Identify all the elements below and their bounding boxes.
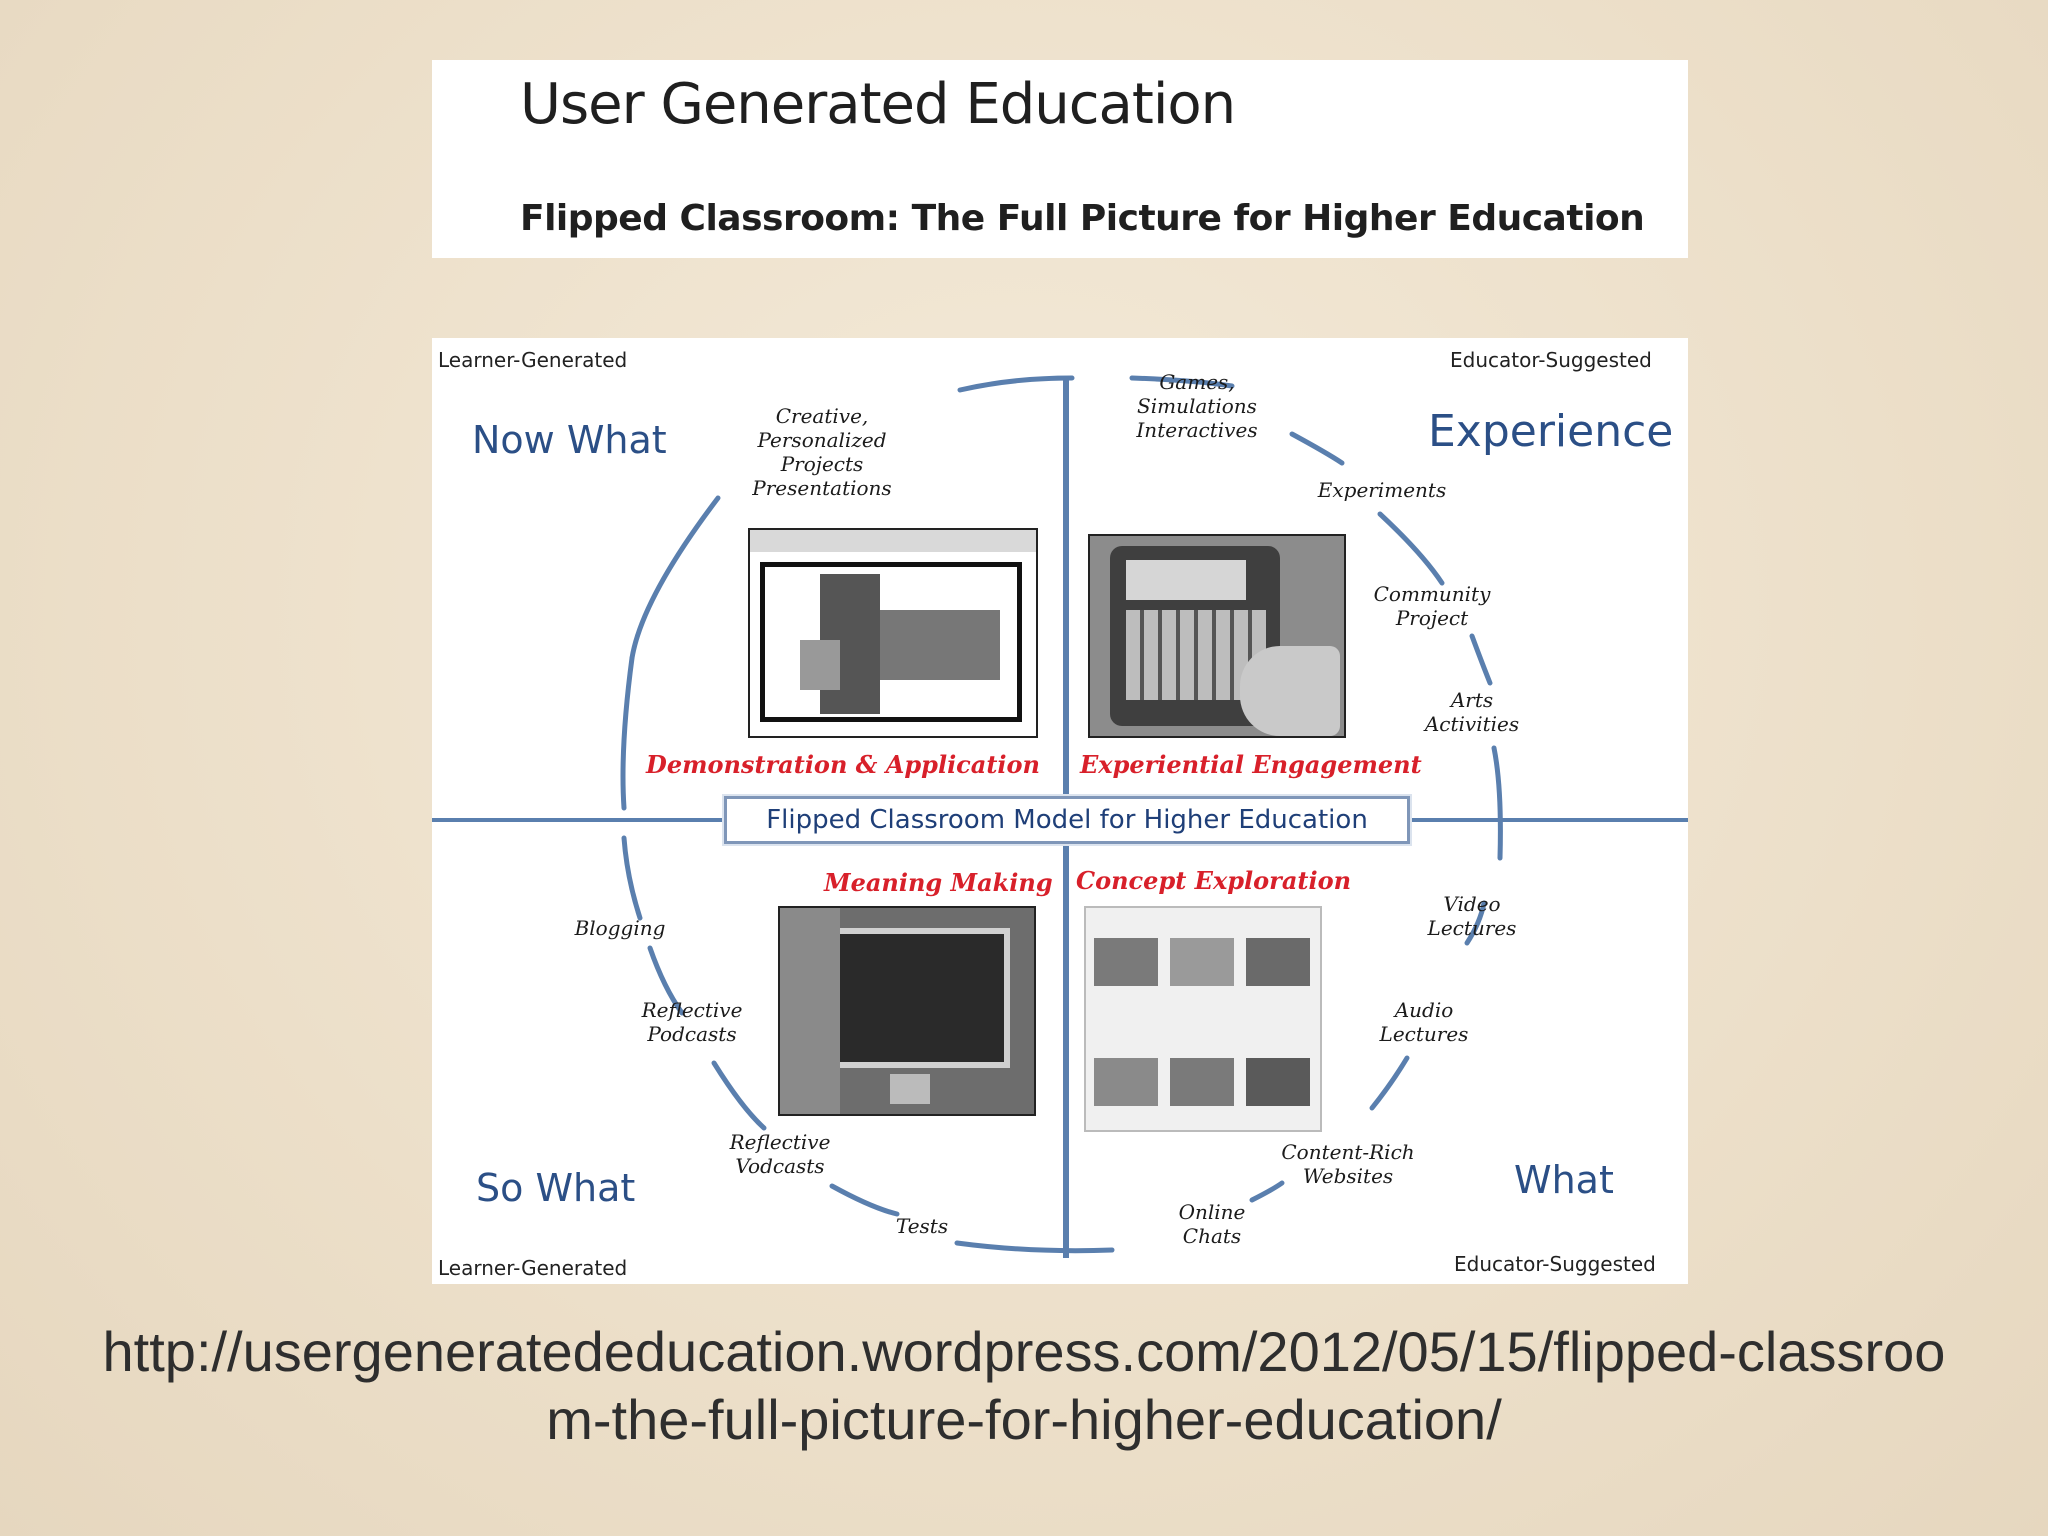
item-online-chats: Online Chats xyxy=(1178,1200,1246,1248)
phase-demonstration-application: Demonstration & Application xyxy=(646,750,1041,779)
arc-bottom xyxy=(954,1240,1115,1254)
flipped-classroom-diagram: Learner-Generated Educator-Suggested Lea… xyxy=(432,338,1688,1284)
arc-top-right xyxy=(1377,511,1445,586)
photo-computer-monitor xyxy=(778,906,1036,1116)
phase-concept-exploration: Concept Exploration xyxy=(1076,866,1352,895)
arc-left xyxy=(620,655,635,811)
arc-top xyxy=(1129,375,1235,389)
item-arts-activities: Arts Activities xyxy=(1424,688,1520,736)
header-box: User Generated Education Flipped Classro… xyxy=(432,60,1688,258)
corner-label-top-right: Educator-Suggested xyxy=(1450,348,1652,372)
corner-label-bottom-left: Learner-Generated xyxy=(438,1256,628,1280)
quadrant-what: What xyxy=(1514,1158,1614,1202)
item-blogging: Blogging xyxy=(574,916,666,940)
site-title: User Generated Education xyxy=(520,72,1236,137)
arc-right-lower xyxy=(1464,900,1487,946)
corner-label-top-left: Learner-Generated xyxy=(438,348,628,372)
corner-label-bottom-right: Educator-Suggested xyxy=(1454,1252,1656,1276)
arc-left-2 xyxy=(621,835,643,921)
arc-bottom-left-3 xyxy=(829,1183,900,1217)
arc-right xyxy=(1491,745,1503,861)
diagram-graphics xyxy=(432,375,1688,1258)
arc-bottom-right xyxy=(1249,1180,1285,1203)
arc-right-upper xyxy=(1469,633,1493,686)
item-reflective-vodcasts: Reflective Vodcasts xyxy=(729,1130,831,1178)
item-creative-projects: Creative, Personalized Projects Presenta… xyxy=(752,404,892,500)
arc-bottom-right-2 xyxy=(1369,1055,1410,1111)
center-model-label: Flipped Classroom Model for Higher Educa… xyxy=(724,796,1410,844)
arc-top-right-2 xyxy=(1289,431,1345,466)
item-reflective-podcasts: Reflective Podcasts xyxy=(641,998,743,1046)
item-tests: Tests xyxy=(895,1214,949,1238)
item-video-lectures: Video Lectures xyxy=(1427,892,1517,940)
arc-bottom-left-2 xyxy=(711,1060,767,1131)
item-experiments: Experiments xyxy=(1317,478,1447,502)
item-games-simulations: Games, Simulations Interactives xyxy=(1136,370,1258,442)
arc-bottom-left xyxy=(647,945,685,1016)
arc-top-left-2 xyxy=(629,495,721,661)
photo-video-gallery xyxy=(1084,906,1322,1132)
source-url-text[interactable]: http://usergeneratededucation.wordpress.… xyxy=(102,1320,1946,1451)
quadrant-experience: Experience xyxy=(1428,406,1674,457)
source-url[interactable]: http://usergeneratededucation.wordpress.… xyxy=(100,1318,1948,1454)
photo-tablet-keyboard xyxy=(1088,534,1346,738)
item-community-project: Community Project xyxy=(1373,582,1491,630)
phase-meaning-making: Meaning Making xyxy=(824,868,1053,897)
post-title: Flipped Classroom: The Full Picture for … xyxy=(520,198,1645,239)
quadrant-so-what: So What xyxy=(476,1166,636,1210)
arc-top-left xyxy=(957,375,1075,393)
phase-experiential-engagement: Experiential Engagement xyxy=(1080,750,1422,779)
item-content-rich-websites: Content-Rich Websites xyxy=(1281,1140,1415,1188)
photo-word-cloud xyxy=(748,528,1038,738)
item-audio-lectures: Audio Lectures xyxy=(1379,998,1469,1046)
quadrant-now-what: Now What xyxy=(472,418,667,462)
